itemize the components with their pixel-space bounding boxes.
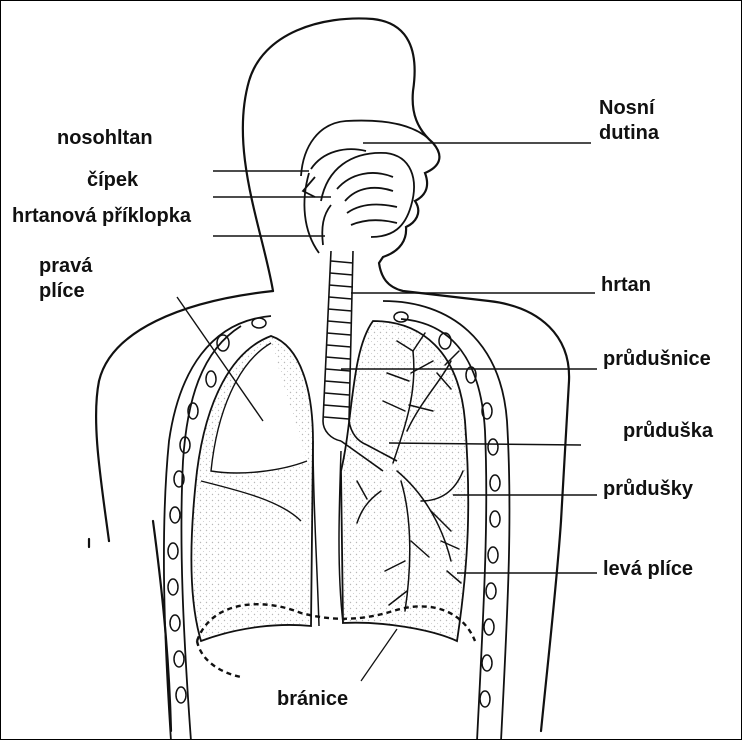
label-cipek: čípek bbox=[87, 168, 138, 193]
diaphragm-leader bbox=[361, 629, 397, 681]
label-prava-plice-line1: pravá bbox=[39, 254, 92, 279]
mediastinum bbox=[313, 441, 343, 626]
label-nosni-dutina-line2: dutina bbox=[599, 121, 659, 146]
label-branice: bránice bbox=[277, 687, 348, 712]
label-praduska: průduška bbox=[623, 419, 713, 444]
label-nosni-dutina-line1: Nosní bbox=[599, 96, 655, 121]
label-nosohltan: nosohltan bbox=[57, 126, 153, 151]
label-hrtan: hrtan bbox=[601, 273, 651, 298]
head-structures bbox=[301, 121, 429, 253]
label-hrtanova-priklopka: hrtanová příklopka bbox=[12, 204, 191, 229]
label-prudusky: průdušky bbox=[603, 477, 693, 502]
label-prudusnice: průdušnice bbox=[603, 347, 711, 372]
label-leva-plice: levá plíce bbox=[603, 557, 693, 582]
right-lung bbox=[191, 336, 313, 641]
label-prava-plice-line2: plíce bbox=[39, 279, 85, 304]
